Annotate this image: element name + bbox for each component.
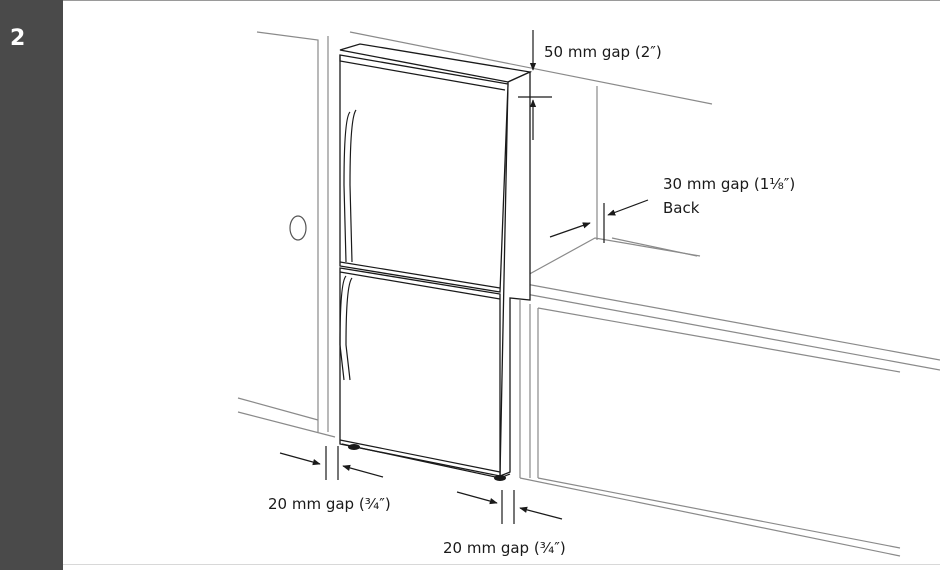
left-gap-label: 20 mm gap (³⁄₄″) xyxy=(268,495,391,513)
front-right-foot xyxy=(494,475,506,481)
bottom-rule xyxy=(63,564,940,565)
refrigerator xyxy=(339,43,533,481)
front-left-foot xyxy=(348,444,360,450)
top-rule xyxy=(0,0,940,1)
cabinet-knob-icon xyxy=(289,215,307,241)
left-cabinet-panel xyxy=(237,31,336,438)
step-number: 2 xyxy=(10,26,26,51)
upper-handle xyxy=(343,111,351,263)
right-gap-marker xyxy=(456,490,563,524)
right-counter xyxy=(514,237,940,557)
back-gap-marker xyxy=(549,199,649,243)
right-gap-label: 20 mm gap (³⁄₄″) xyxy=(443,539,566,557)
step-sidebar: 2 xyxy=(0,0,63,570)
upper-door xyxy=(339,54,509,293)
back-label: Back xyxy=(663,199,700,217)
left-gap-marker xyxy=(279,446,384,480)
back-gap-label: 30 mm gap (1¹⁄₈″) xyxy=(663,175,795,193)
top-gap-marker xyxy=(518,30,552,140)
lower-handle xyxy=(339,275,347,381)
top-gap-label: 50 mm gap (2″) xyxy=(544,43,662,61)
